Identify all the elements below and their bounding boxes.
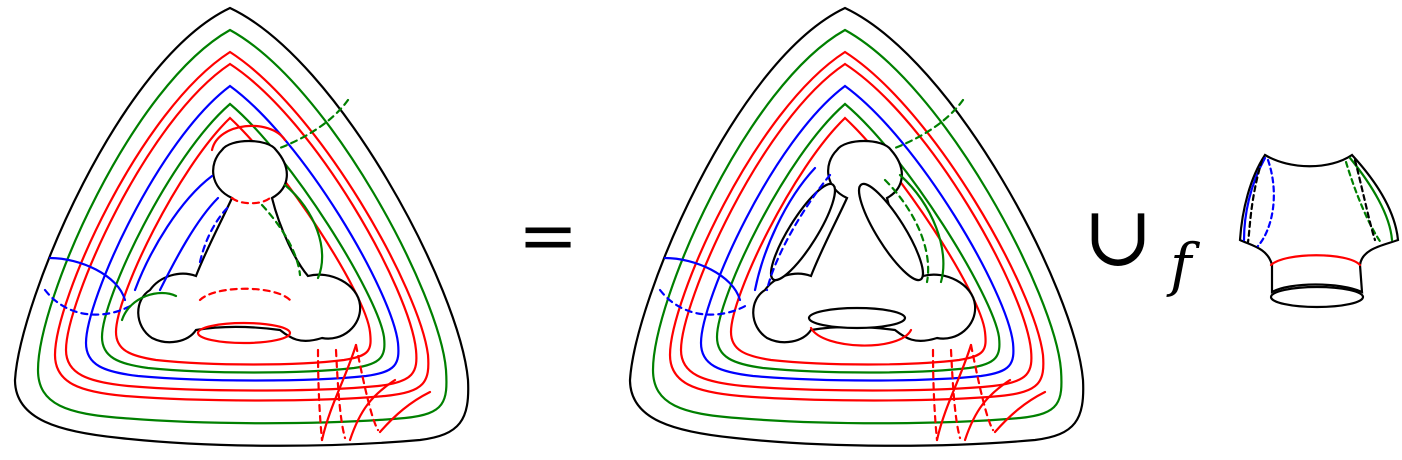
middle-green-loop	[898, 173, 945, 284]
piece-green-edge	[1348, 156, 1394, 242]
union-subscript: f	[1166, 231, 1201, 299]
piece-blue-edge	[1242, 156, 1267, 242]
middle-red-dangle-dashed-1	[931, 348, 939, 442]
middle-cut-right	[857, 182, 925, 282]
left-green-corner-loop	[120, 291, 178, 322]
left-red-dangle-dashed-3	[354, 343, 380, 432]
middle-red-dangle-solid-1	[935, 343, 973, 442]
middle-red-dangle-dashed-3	[969, 343, 995, 432]
equals-symbol: =	[518, 193, 578, 277]
left-red-dangle-dashed-1	[316, 348, 324, 442]
left-red-dashed-ring	[198, 287, 292, 302]
left-blue-dashed-loop	[198, 203, 232, 264]
middle-blue-meridian-dashed	[658, 288, 749, 316]
middle-blue-meridian-solid	[663, 256, 742, 302]
left-blue-arm-loop	[133, 174, 214, 292]
left-red-top-loop	[210, 124, 287, 152]
attached-piece	[1238, 153, 1400, 309]
middle-green-dashed-loop	[883, 178, 930, 284]
union-symbol: ∪	[1083, 187, 1153, 285]
piece-black-dashed-left	[1246, 158, 1264, 244]
piece-red-ring	[1269, 254, 1362, 267]
left-green-arm-loop	[283, 183, 324, 280]
left-green-dashed-loop	[260, 203, 302, 277]
middle-red-ring-solid	[809, 326, 913, 347]
left-surface	[13, 6, 470, 447]
left-blue-meridian-solid	[48, 256, 127, 302]
middle-blue-dashed-loop	[765, 173, 832, 292]
piece-bottom-boundary	[1269, 285, 1365, 309]
middle-green-dashed-arc	[893, 98, 965, 150]
middle-blue-loop	[753, 166, 817, 292]
middle-red-dangle-solid-2	[963, 378, 1012, 442]
middle-surface	[628, 6, 1085, 447]
left-blue-arm-loop-2	[158, 196, 220, 292]
left-red-dangle-solid-3	[378, 390, 432, 434]
left-red-dangle-solid-1	[320, 343, 358, 442]
middle-cut-bottom	[807, 306, 907, 330]
left-red-dangle-solid-2	[348, 378, 397, 442]
middle-red-dangle-dashed-2	[949, 348, 962, 440]
left-red-ring-bottom	[196, 321, 292, 345]
left-green-dashed-arc	[278, 98, 350, 150]
piece-outline	[1238, 153, 1400, 294]
middle-red-dangle-solid-3	[993, 390, 1047, 434]
left-red-dangle-dashed-2	[334, 348, 347, 440]
left-red-top-dashed	[230, 196, 272, 205]
piece-black-dashed-right	[1353, 158, 1377, 242]
piece-blue-dashed	[1256, 158, 1275, 248]
left-blue-meridian-dashed	[43, 288, 134, 316]
piece-green-dashed	[1344, 160, 1384, 246]
middle-cut-left	[769, 182, 837, 282]
